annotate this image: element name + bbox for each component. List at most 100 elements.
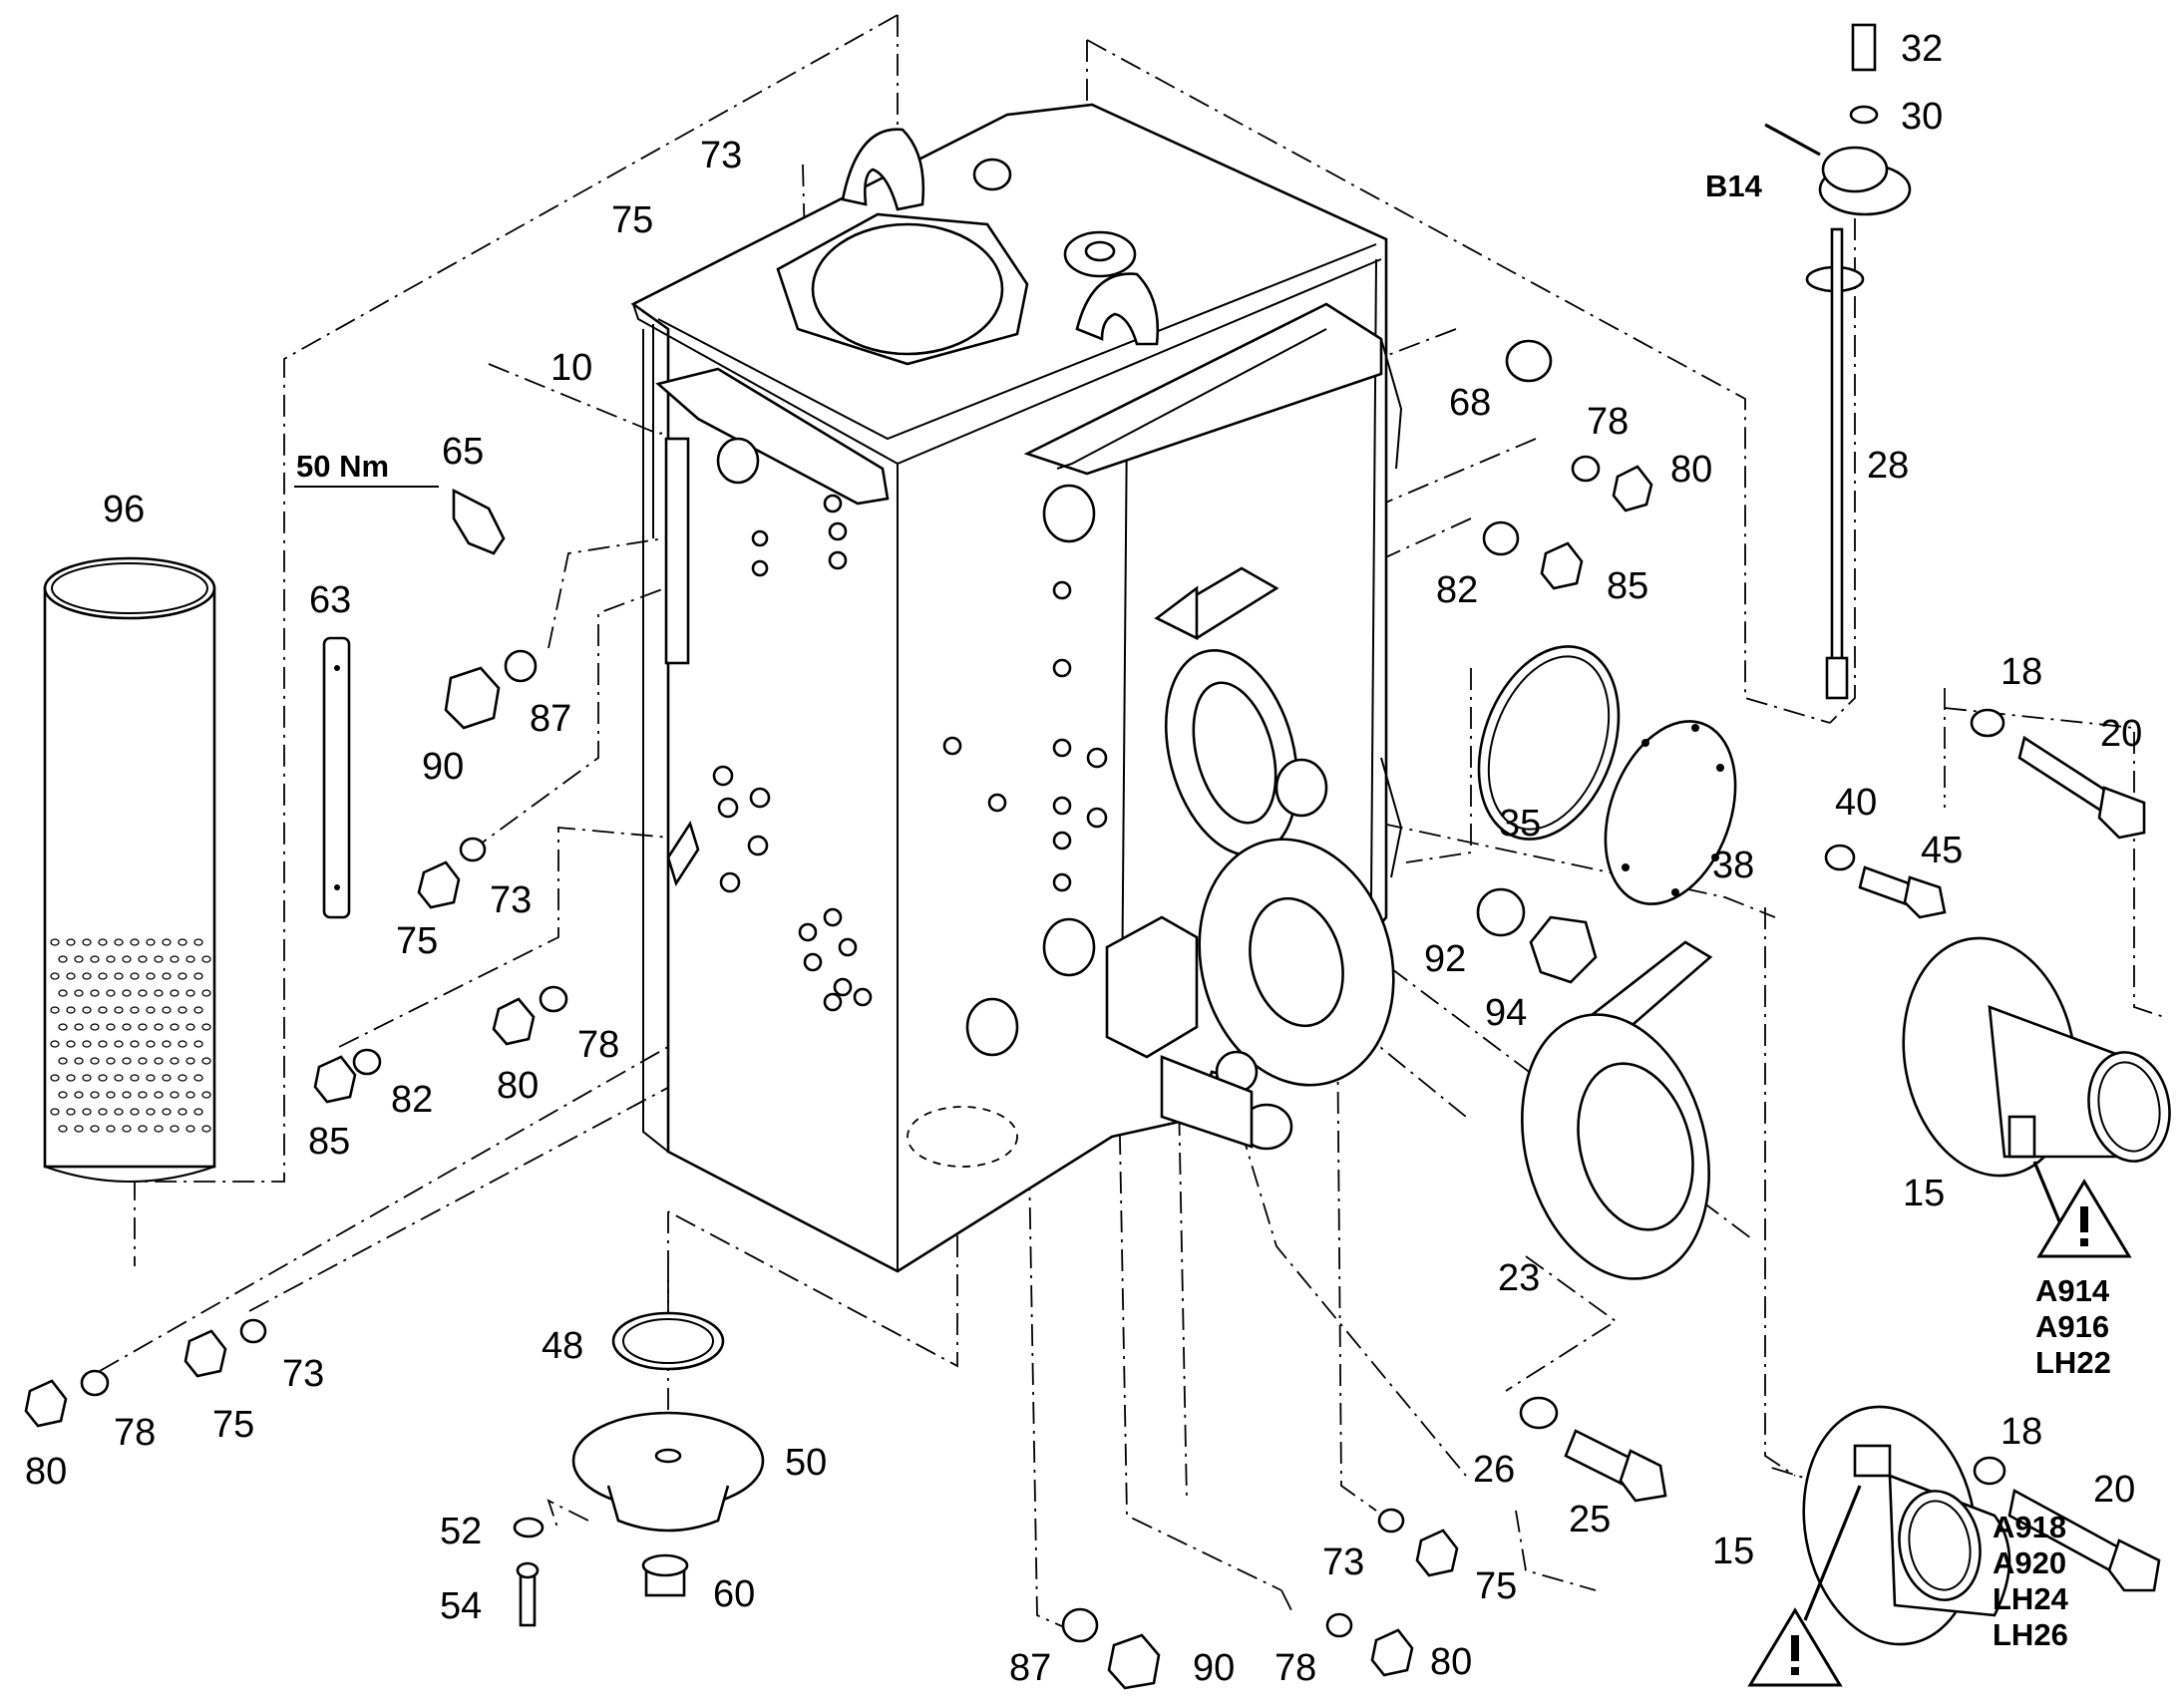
part-label: 20 — [2100, 713, 2143, 755]
output-flange-15-lower — [1802, 1405, 2011, 1646]
perforation-hole — [178, 1108, 187, 1116]
part-label: 73 — [1322, 1541, 1365, 1583]
perforation-hole — [170, 1091, 180, 1099]
perforation-hole — [74, 1023, 84, 1031]
variant-code: A920 — [1993, 1544, 2067, 1580]
part-label: 15 — [1903, 1173, 1946, 1214]
part-label: 73 — [490, 879, 533, 921]
perforation-hole — [66, 1108, 76, 1116]
perforation-hole — [50, 972, 60, 980]
bolt-45 — [1824, 844, 1947, 919]
part-label: 78 — [1274, 1647, 1317, 1689]
part-label: 10 — [550, 347, 593, 389]
part-label: 94 — [1485, 992, 1528, 1034]
perforation-hole — [122, 1023, 132, 1031]
perforation-hole — [138, 1091, 148, 1099]
bottom-cover-50 — [513, 1311, 765, 1627]
part-label: 73 — [282, 1353, 325, 1395]
part-label: 78 — [1587, 401, 1630, 443]
perforation-hole — [114, 1040, 124, 1048]
perforation-hole — [193, 1040, 203, 1048]
part-label: 28 — [1867, 445, 1910, 487]
perforation-hole — [58, 1057, 68, 1065]
part-label: 63 — [309, 579, 352, 621]
part-label: 26 — [1473, 1449, 1516, 1491]
part-label: 52 — [440, 1511, 483, 1552]
part-label: 80 — [497, 1065, 540, 1107]
perforation-hole — [90, 1057, 100, 1065]
part-label: 50 — [785, 1442, 828, 1484]
variant-codes-lower: A918 A920 LH24 LH26 — [1993, 1510, 2068, 1653]
part-label: 38 — [1712, 845, 1755, 886]
part-label: 18 — [2000, 1411, 2043, 1453]
perforation-hole — [193, 1006, 203, 1014]
perforation-hole — [193, 938, 203, 946]
perforation-hole — [122, 1125, 132, 1133]
perforation-hole — [122, 955, 132, 963]
perforation-hole — [82, 938, 92, 946]
part-label: 87 — [1009, 1647, 1052, 1689]
part-label: 90 — [1193, 1647, 1236, 1689]
perforation-hole — [162, 972, 172, 980]
perforation-hole — [122, 1091, 132, 1099]
perforation-hole — [185, 1091, 195, 1099]
part-label: 73 — [700, 135, 743, 176]
perforation-hole — [170, 1057, 180, 1065]
part-label: 78 — [577, 1024, 620, 1066]
perforation-hole — [154, 1057, 164, 1065]
perforation-hole — [193, 1108, 203, 1116]
perforation-hole — [90, 1023, 100, 1031]
perforation-hole — [138, 1057, 148, 1065]
part-label: 20 — [2093, 1469, 2136, 1511]
perforation-hole — [114, 1006, 124, 1014]
perforation-hole — [130, 1108, 140, 1116]
part-label: 75 — [1475, 1565, 1518, 1607]
perforation-hole — [193, 972, 203, 980]
perforation-hole — [201, 1057, 211, 1065]
perforation-hole — [50, 1006, 60, 1014]
perforation-hole — [50, 1040, 60, 1048]
output-flange-15-upper — [1902, 936, 2171, 1222]
part-label: 45 — [1921, 830, 1964, 871]
perforation-hole — [66, 1074, 76, 1082]
variant-code: LH26 — [1993, 1616, 2068, 1652]
variant-code: A914 — [2035, 1273, 2110, 1308]
perforation-hole — [146, 1074, 156, 1082]
bolt-20-lower — [1973, 1456, 2161, 1592]
perforation-hole — [66, 1006, 76, 1014]
perforation-hole — [146, 1040, 156, 1048]
warning-triangle-icon — [1747, 1607, 1843, 1687]
perforation-hole — [74, 1057, 84, 1065]
perforation-hole — [185, 1057, 195, 1065]
perforation-hole — [50, 1108, 60, 1116]
warning-triangle-icon — [2036, 1179, 2132, 1258]
level-sensor-assembly — [1764, 23, 1912, 700]
perforation-hole — [201, 1125, 211, 1133]
perforation-hole — [106, 1125, 116, 1133]
perforation-hole — [130, 938, 140, 946]
perforation-hole — [74, 989, 84, 997]
perforation-hole — [185, 1125, 195, 1133]
part-label: 15 — [1712, 1531, 1755, 1572]
perforation-hole — [162, 1040, 172, 1048]
perforation-hole — [90, 955, 100, 963]
variant-code: LH22 — [2035, 1344, 2111, 1380]
perforation-hole — [122, 989, 132, 997]
perforation-hole — [90, 1091, 100, 1099]
part-label: 48 — [542, 1325, 584, 1367]
part-label: 96 — [103, 489, 146, 530]
fitting-92-94 — [1476, 887, 1598, 984]
perforation-hole — [130, 1074, 140, 1082]
perforation-hole — [58, 1125, 68, 1133]
part-label: 23 — [1498, 1257, 1541, 1299]
perforation-hole — [58, 1023, 68, 1031]
filter-tube-96 — [43, 556, 216, 1183]
perforation-hole — [178, 1074, 187, 1082]
part-label: 82 — [1436, 569, 1479, 611]
perforation-hole — [98, 1040, 108, 1048]
gasket-35 — [1477, 645, 1621, 841]
perforation-hole — [185, 955, 195, 963]
perforation-hole — [201, 1091, 211, 1099]
perforation-hole — [138, 955, 148, 963]
part-label: 92 — [1424, 938, 1467, 980]
